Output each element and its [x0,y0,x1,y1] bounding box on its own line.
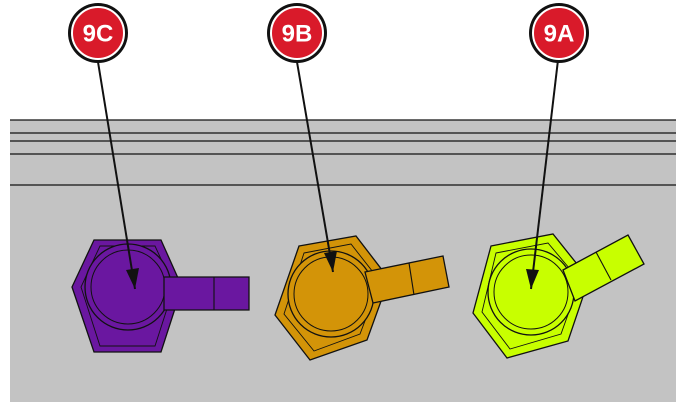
callout-9a: 9A [529,3,589,63]
callout-9c: 9C [68,3,128,63]
fitting-9b [274,235,450,361]
callout-9c-label: 9C [83,20,114,47]
fitting-9c [71,239,250,353]
leader-line-9b [296,61,337,273]
leader-line-9c [97,61,139,290]
callout-9a-label: 9A [544,20,575,47]
callout-9b: 9B [267,3,327,63]
fitting-9a [472,233,645,359]
leader-line-9a [526,59,559,290]
callout-9b-label: 9B [282,20,313,47]
